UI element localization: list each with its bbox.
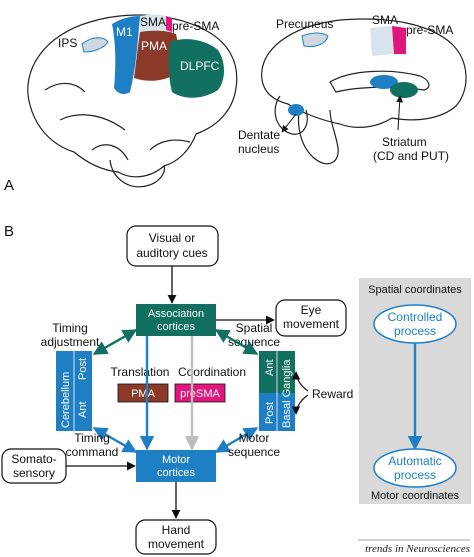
lateral-brain-dlpfc: [168, 39, 224, 98]
lateral-pma-label: PMA: [141, 39, 167, 53]
automatic-label-2: process: [394, 468, 436, 482]
medial-sma-label: SMA: [372, 13, 398, 27]
reward-arrow-down: [291, 394, 309, 415]
lateral-brain-presma: [166, 16, 172, 32]
basal-ganglia-post-label: Post: [264, 402, 276, 424]
lateral-brain-ips: [81, 37, 109, 53]
lateral-brain-sulci: [44, 82, 191, 161]
striatum-label-1: Striatum: [382, 135, 427, 149]
medial-precuneus-label: Precuneus: [276, 17, 333, 31]
lateral-brain: IPS M1 SMA pre-SMA PMA DLPFC: [27, 14, 238, 188]
lateral-brain-outline: [27, 14, 238, 178]
dentate-label-2: nucleus: [238, 142, 279, 156]
striatum-label-2: (CD and PUT): [373, 149, 449, 163]
motor-cerebellum-arrow: [92, 426, 138, 454]
motor-coordinates-label: Motor coordinates: [371, 490, 460, 502]
somato-label-1: Somato-: [11, 452, 56, 466]
cues-label-1: Visual or: [149, 231, 195, 245]
lateral-m1-label: M1: [116, 25, 133, 39]
translation-label: Translation: [111, 365, 170, 379]
presma-label: preSMA: [180, 388, 220, 400]
assoc-cerebellum-arrow: [92, 328, 138, 356]
automatic-process-node: [373, 448, 457, 488]
motor-cortices-box: [136, 450, 216, 482]
lateral-brain-cerebellum: [109, 159, 165, 188]
medial-presma-label: pre-SMA: [406, 23, 453, 37]
assoc-basal-arrow: [214, 328, 259, 356]
controlled-label-1: Controlled: [388, 310, 443, 324]
reward-label: Reward: [312, 387, 353, 401]
eye-label-1: Eye: [301, 303, 322, 317]
spatial-sequence-label-1: Spatial: [236, 321, 273, 335]
medial-brain-sma: [370, 26, 394, 56]
medial-brain: Precuneus SMA pre-SMA Dentate nucleus St…: [238, 13, 467, 165]
lateral-dlpfc-label: DLPFC: [180, 59, 220, 73]
association-box: [136, 304, 216, 336]
lateral-sma-label: SMA: [140, 15, 166, 29]
medial-brain-callosum: [329, 70, 430, 93]
pma-label: PMA: [131, 388, 156, 400]
cerebellum-label: Cerebellum: [60, 372, 72, 428]
lateral-brain-m1: [112, 16, 140, 95]
cerebellum-post-label: Post: [77, 358, 89, 380]
striatum-pointer: [396, 95, 404, 131]
lateral-presma-label: pre-SMA: [172, 19, 219, 33]
panel-a-label: A: [4, 177, 14, 194]
hand-movement-box: [135, 519, 217, 555]
somato-label-2: sensory: [13, 466, 55, 480]
lateral-brain-pma: [134, 30, 179, 81]
association-label-1: Association: [148, 308, 204, 320]
medial-brain-dentate: [288, 104, 304, 116]
timing-adjustment-label-1: Timing: [52, 321, 88, 335]
reward-arrow-up: [291, 371, 309, 392]
medial-brain-presma: [392, 26, 406, 54]
hand-label-2: movement: [148, 537, 205, 551]
motor-sequence-label-1: Motor: [239, 431, 270, 445]
journal-credit: trends in Neurosciences: [365, 543, 470, 555]
dentate-label-1: Dentate: [238, 128, 280, 142]
coordination-label: Coordination: [178, 365, 246, 379]
lateral-brain-sma: [140, 14, 166, 32]
controlled-label-2: process: [394, 324, 436, 338]
motor-label-1: Motor: [162, 454, 190, 466]
timing-command-label-2: command: [66, 445, 119, 459]
motor-label-2: cortices: [157, 467, 195, 479]
dentate-pointer: [281, 113, 297, 133]
association-label-2: cortices: [157, 321, 195, 333]
medial-brain-precuneus: [301, 32, 329, 47]
motor-sequence-label-2: sequence: [228, 445, 280, 459]
pma-box: [117, 383, 169, 403]
basal-ganglia-label: Basal Ganglia: [281, 359, 293, 428]
cues-label-2: auditory cues: [136, 246, 207, 260]
eye-label-2: movement: [283, 317, 340, 331]
timing-adjustment-label-2: adjustment: [41, 335, 100, 349]
eye-movement-box: [275, 299, 347, 337]
motor-basal-arrow: [214, 426, 259, 454]
automatic-label-1: Automatic: [388, 454, 441, 468]
medial-brain-stem: [297, 105, 339, 165]
timing-command-label-1: Timing: [74, 431, 110, 445]
medial-brain-striatum-green: [390, 82, 418, 98]
lateral-ips-label: IPS: [58, 36, 77, 50]
cerebellum-ant-label: Ant: [77, 401, 89, 418]
hand-label-1: Hand: [162, 523, 191, 537]
presma-box: [174, 383, 226, 403]
medial-brain-striatum-blue: [370, 75, 398, 89]
panel-b-label: B: [4, 223, 14, 240]
basal-ganglia-ant-label: Ant: [264, 359, 276, 376]
medial-brain-cerebellum: [274, 95, 308, 135]
spatial-coordinates-label: Spatial coordinates: [368, 284, 462, 296]
